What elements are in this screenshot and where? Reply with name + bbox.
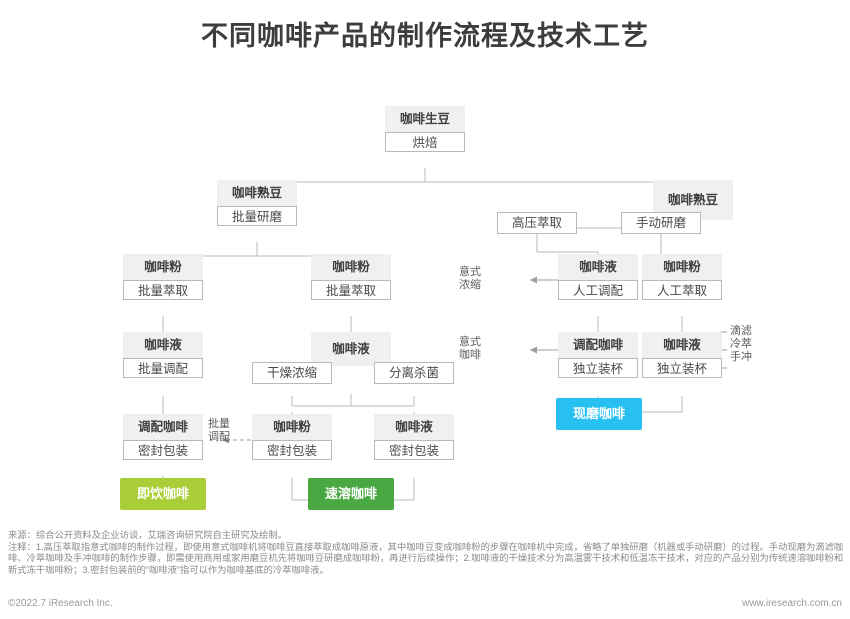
- node-process: 人工调配: [558, 280, 638, 300]
- node-head: 咖啡粉: [252, 414, 332, 440]
- node-process: 密封包装: [252, 440, 332, 460]
- step-dry-concentrate: 干燥浓缩: [252, 362, 332, 384]
- node-head: 咖啡粉: [311, 254, 391, 280]
- node-process: 批量萃取: [123, 280, 203, 300]
- node-process: 批量研磨: [217, 206, 297, 226]
- step-high-pressure-extract: 高压萃取: [497, 212, 577, 234]
- footnote-line: 注释：1.高压萃取指意式咖啡的制作过程，即使用意式咖啡机将咖啡豆直接萃取成咖啡原…: [8, 541, 844, 575]
- node-head: 咖啡液: [311, 332, 391, 366]
- node-process: 人工萃取: [642, 280, 722, 300]
- annotation-line-2: 浓缩: [459, 279, 481, 291]
- annotation-italian-coffee: 意式 咖啡: [459, 336, 493, 362]
- node-process: 密封包装: [374, 440, 454, 460]
- step-manual-grind: 手动研磨: [621, 212, 701, 234]
- node-process: 批量调配: [123, 358, 203, 378]
- node-coffee-powder-manual: 咖啡粉 人工萃取: [642, 254, 722, 300]
- node-coffee-liquid-batch: 咖啡液 批量调配: [123, 332, 203, 378]
- annotation-line-2: 咖啡: [459, 349, 481, 361]
- flowchart-canvas: 咖啡生豆 烘焙 咖啡熟豆 批量研磨 咖啡熟豆 高压萃取 手动研磨 咖啡粉 批量萃…: [0, 100, 850, 525]
- annotation-line-1: 滴滤: [730, 325, 752, 337]
- node-head: 咖啡液: [123, 332, 203, 358]
- node-head: 咖啡液: [374, 414, 454, 440]
- node-head: 咖啡熟豆: [217, 180, 297, 206]
- annotation-line-3: 手冲: [730, 351, 752, 363]
- annotation-line-1: 意式: [459, 336, 481, 348]
- node-head: 咖啡液: [642, 332, 722, 358]
- node-head: 咖啡液: [558, 254, 638, 280]
- annotation-brew-methods: 滴滤 冷萃 手冲: [730, 325, 770, 364]
- node-blended-coffee-cup: 调配咖啡 独立装杯: [558, 332, 638, 378]
- node-head: 调配咖啡: [123, 414, 203, 440]
- node-head: 调配咖啡: [558, 332, 638, 358]
- page-footer: ©2022.7 iResearch Inc. www.iresearch.com…: [0, 598, 850, 619]
- node-coffee-powder-b: 咖啡粉 批量萃取: [311, 254, 391, 300]
- notes-block: 来源：综合公开资料及企业访谈，艾瑞咨询研究院自主研究及绘制。 注释：1.高压萃取…: [8, 530, 844, 576]
- annotation-line-1: 意式: [459, 266, 481, 278]
- connector-lines: [162, 168, 727, 510]
- page-title: 不同咖啡产品的制作流程及技术工艺: [201, 21, 649, 51]
- node-coffee-liquid-seal: 咖啡液 密封包装: [374, 414, 454, 460]
- node-coffee-liquid-espresso: 咖啡液 人工调配: [558, 254, 638, 300]
- node-roasted-bean-left: 咖啡熟豆 批量研磨: [217, 180, 297, 226]
- annotation-line-2: 调配: [208, 431, 230, 443]
- node-raw-bean: 咖啡生豆 烘焙: [385, 106, 465, 152]
- node-process: 密封包装: [123, 440, 203, 460]
- node-head: 咖啡粉: [123, 254, 203, 280]
- node-coffee-powder-a: 咖啡粉 批量萃取: [123, 254, 203, 300]
- node-coffee-powder-seal: 咖啡粉 密封包装: [252, 414, 332, 460]
- annotation-line-2: 冷萃: [730, 338, 752, 350]
- source-line: 来源：综合公开资料及企业访谈，艾瑞咨询研究院自主研究及绘制。: [8, 530, 287, 540]
- website-url: www.iresearch.com.cn: [741, 598, 842, 609]
- node-coffee-liquid-cup: 咖啡液 独立装杯: [642, 332, 722, 378]
- product-freshly-ground-coffee: 现磨咖啡: [556, 398, 642, 430]
- node-process: 独立装杯: [558, 358, 638, 378]
- product-ready-to-drink-coffee: 即饮咖啡: [120, 478, 206, 510]
- annotation-batch-blend: 批量 调配: [208, 418, 242, 444]
- node-blended-coffee-seal: 调配咖啡 密封包装: [123, 414, 203, 460]
- node-coffee-liquid-mid: 咖啡液: [311, 332, 391, 366]
- annotation-espresso-concentrate: 意式 浓缩: [459, 266, 493, 292]
- node-process: 批量萃取: [311, 280, 391, 300]
- node-head: 咖啡粉: [642, 254, 722, 280]
- node-process: 独立装杯: [642, 358, 722, 378]
- product-instant-coffee: 速溶咖啡: [308, 478, 394, 510]
- node-head: 咖啡生豆: [385, 106, 465, 132]
- node-process: 烘焙: [385, 132, 465, 152]
- annotation-line-1: 批量: [208, 418, 230, 430]
- copyright-text: ©2022.7 iResearch Inc.: [8, 598, 113, 609]
- step-separate-sterilize: 分离杀菌: [374, 362, 454, 384]
